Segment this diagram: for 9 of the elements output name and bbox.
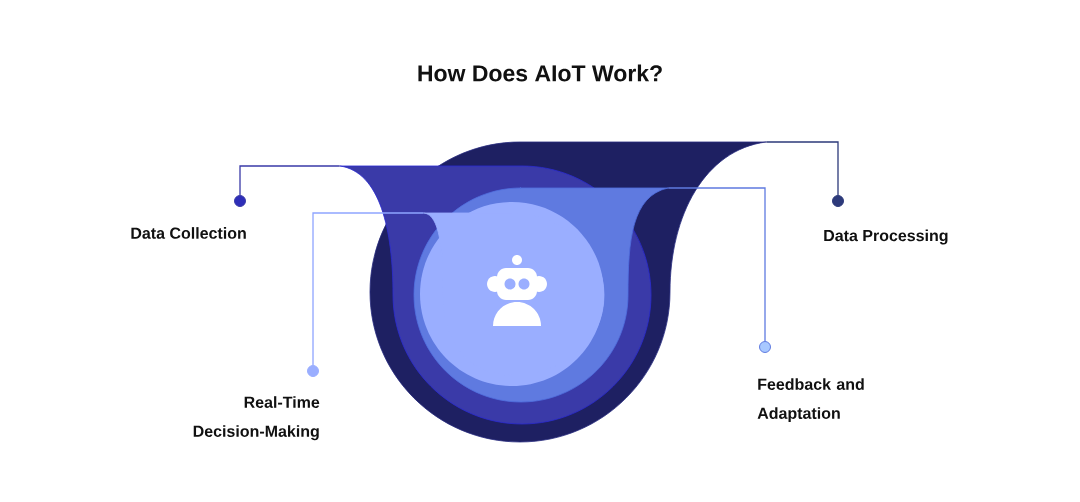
leader-line — [667, 187, 766, 342]
step-label: Real-Time Decision-Making — [193, 396, 320, 441]
step-label: Feedback and Adaptation — [757, 378, 864, 423]
step-label: Data Processing — [824, 229, 948, 245]
leader-line — [239, 165, 341, 196]
leader-line — [312, 212, 425, 366]
step-label: Data Collection — [131, 227, 246, 239]
title: How Does AIoT Work? — [418, 64, 662, 82]
leader-line — [765, 141, 839, 196]
